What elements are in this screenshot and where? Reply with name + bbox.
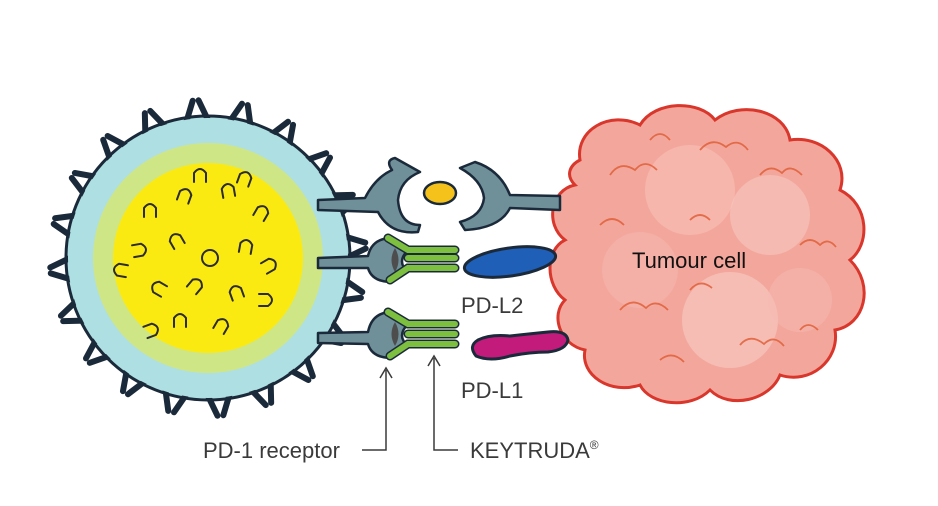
t-cell-spike	[205, 393, 221, 419]
t-cell-spike	[86, 352, 114, 366]
t-cell-spike	[220, 391, 233, 419]
pd-l1-label: PD-L1	[461, 378, 524, 403]
t-cell-granule	[143, 203, 157, 218]
pd1-receptor-callout-arrow	[362, 366, 393, 451]
t-cell-granule	[168, 233, 186, 251]
t-cell-spike	[316, 154, 334, 180]
t-cell-spike	[327, 191, 356, 199]
t-cell-spike	[104, 132, 130, 150]
t-cell-spike	[286, 121, 297, 150]
t-cell-spike	[247, 386, 269, 409]
t-cell-receptor-top	[316, 156, 422, 234]
t-cell-granule	[113, 262, 129, 279]
t-cell-spike	[286, 366, 312, 384]
t-cell-spike	[341, 276, 366, 296]
antibody-icon	[383, 307, 460, 361]
t-cell-spike	[124, 377, 149, 398]
t-cell-spike	[226, 100, 246, 125]
keytruda-label-text: KEYTRUDA	[470, 438, 590, 463]
keytruda-callout-arrow	[427, 354, 458, 451]
pd1-receptor-icon	[316, 310, 410, 360]
t-cell-spike	[47, 270, 75, 283]
t-cell-spike	[68, 174, 89, 199]
t-cell-spike	[162, 386, 172, 414]
t-cell-spike	[100, 136, 114, 164]
t-cell-granule	[173, 313, 187, 328]
t-cell-spike	[195, 97, 211, 123]
pd1-receptor-icon	[316, 236, 410, 284]
t-cell-spike	[60, 317, 89, 325]
t-cell-spike	[52, 212, 80, 222]
t-cell-spike	[341, 233, 369, 246]
pd-l1-icon	[471, 330, 570, 361]
t-cell-granule	[151, 280, 169, 298]
t-cell-spike	[147, 107, 169, 130]
t-cell-granule	[235, 171, 253, 188]
t-cell-spike	[82, 336, 100, 362]
t-cell-granule	[237, 239, 254, 255]
t-cell-granule	[175, 188, 193, 205]
connector-ligand-icon	[422, 180, 458, 206]
t-cell-spike	[47, 255, 73, 271]
t-cell-granule	[212, 318, 230, 336]
keytruda-registered-mark: ®	[589, 438, 599, 452]
t-cell-spike	[267, 118, 292, 139]
t-cell-spike	[57, 297, 80, 319]
t-cell-spike	[336, 294, 364, 304]
keytruda-label: KEYTRUDA®	[470, 438, 599, 463]
t-cell-granule	[258, 293, 273, 307]
t-cell-granule	[142, 322, 159, 340]
pd-l2-label: PD-L2	[461, 293, 524, 318]
t-cell-spike	[71, 169, 100, 180]
t-cell-icon	[47, 97, 369, 419]
t-cell-spike	[50, 220, 75, 240]
t-cell-spike	[267, 377, 275, 406]
t-cell-granule	[259, 257, 277, 275]
t-cell-granule	[193, 168, 207, 183]
t-cell-spike	[183, 97, 196, 125]
tumour-cell-icon	[548, 104, 866, 405]
t-cell-granule	[252, 205, 270, 223]
t-cell-spike	[244, 102, 254, 130]
antibody-icon	[383, 233, 460, 285]
t-cell-spike	[302, 150, 330, 164]
pd1-receptor-label: PD-1 receptor	[203, 438, 340, 463]
pd-l2-icon	[462, 245, 558, 279]
t-cell-granule	[131, 242, 147, 259]
t-cell-spike	[119, 366, 130, 395]
t-cell-granule	[185, 278, 203, 296]
t-cell-granule	[220, 183, 237, 199]
tumour-receptor-top	[458, 160, 562, 232]
t-cell-granule	[228, 285, 246, 302]
t-cell-spike	[141, 110, 149, 139]
t-cell-spike	[170, 391, 190, 416]
tumour-cell-label: Tumour cell	[632, 248, 747, 273]
t-cell-spike	[302, 352, 316, 380]
